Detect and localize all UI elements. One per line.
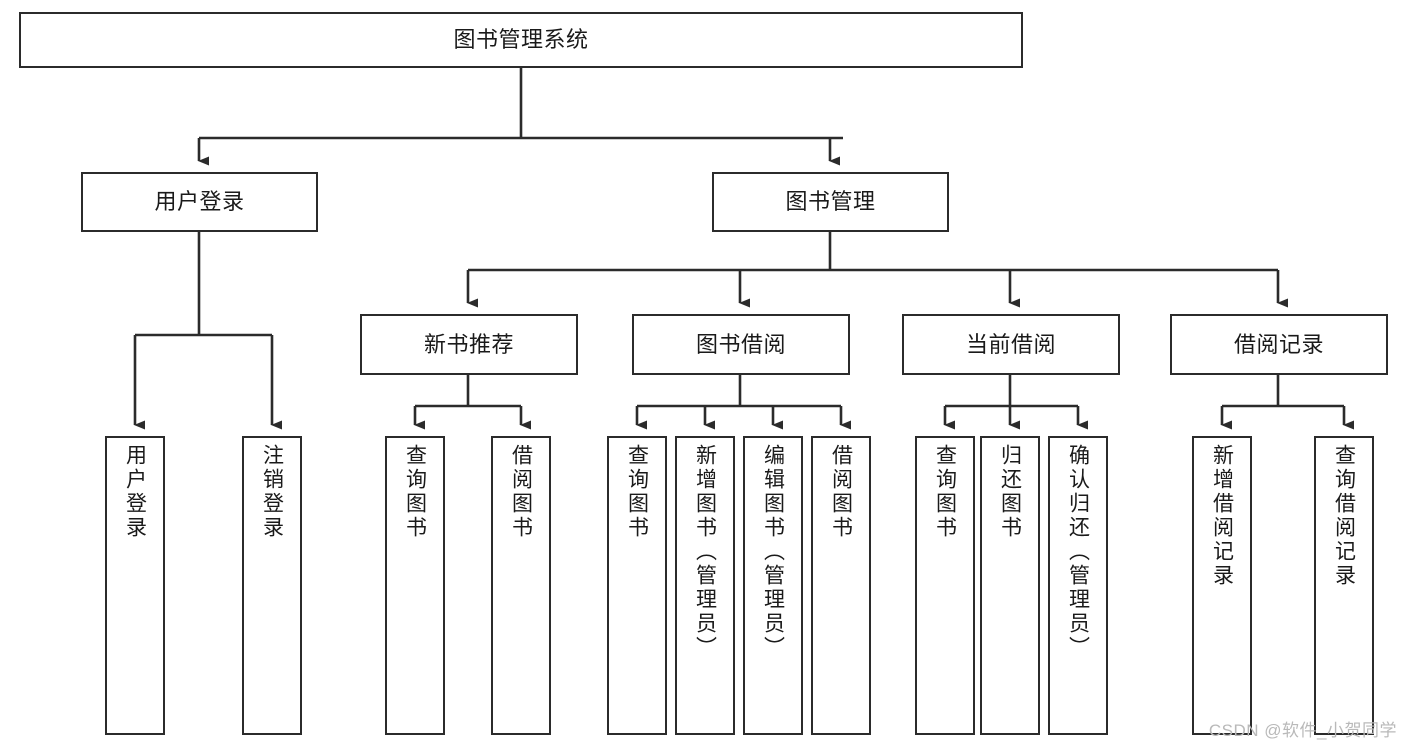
node-current-borrow-label: 当前借阅	[965, 331, 1056, 357]
node-book-management[interactable]: 图书管理	[712, 172, 949, 232]
node-book-borrow-label: 图书借阅	[695, 331, 786, 357]
node-leaf-current-borrow-3-label: 确认归还（管理员）	[1066, 444, 1090, 660]
watermark-text: CSDN @软件_小贺同学	[1208, 721, 1397, 740]
node-leaf-current-borrow-3[interactable]: 确认归还（管理员）	[1048, 436, 1108, 735]
node-leaf-user-login-2[interactable]: 注销登录	[242, 436, 302, 735]
node-leaf-user-login-2-label: 注销登录	[260, 444, 284, 540]
node-leaf-borrow-record-1[interactable]: 新增借阅记录	[1192, 436, 1252, 735]
node-leaf-book-borrow-4[interactable]: 借阅图书	[811, 436, 871, 735]
node-borrow-record-label: 借阅记录	[1233, 331, 1324, 357]
node-root-system-label: 图书管理系统	[453, 27, 589, 53]
node-leaf-new-book-1[interactable]: 查询图书	[385, 436, 445, 735]
node-leaf-book-borrow-4-label: 借阅图书	[829, 444, 853, 540]
node-new-book-recommend[interactable]: 新书推荐	[360, 314, 578, 375]
node-leaf-current-borrow-1-label: 查询图书	[933, 444, 957, 540]
node-current-borrow[interactable]: 当前借阅	[902, 314, 1120, 375]
node-leaf-current-borrow-1[interactable]: 查询图书	[915, 436, 975, 735]
node-leaf-borrow-record-2[interactable]: 查询借阅记录	[1314, 436, 1374, 735]
node-leaf-new-book-2[interactable]: 借阅图书	[491, 436, 551, 735]
node-leaf-borrow-record-1-label: 新增借阅记录	[1210, 444, 1234, 588]
node-leaf-borrow-record-2-label: 查询借阅记录	[1332, 444, 1356, 588]
node-leaf-book-borrow-2-label: 新增图书（管理员）	[693, 444, 717, 660]
node-user-login[interactable]: 用户登录	[81, 172, 318, 232]
node-book-borrow[interactable]: 图书借阅	[632, 314, 850, 375]
node-leaf-book-borrow-3-label: 编辑图书（管理员）	[761, 444, 785, 660]
node-root-system[interactable]: 图书管理系统	[19, 12, 1023, 68]
node-leaf-current-borrow-2-label: 归还图书	[998, 444, 1022, 540]
node-new-book-recommend-label: 新书推荐	[423, 331, 514, 357]
node-book-management-label: 图书管理	[785, 189, 876, 215]
node-leaf-book-borrow-3[interactable]: 编辑图书（管理员）	[743, 436, 803, 735]
node-leaf-current-borrow-2[interactable]: 归还图书	[980, 436, 1040, 735]
node-leaf-new-book-1-label: 查询图书	[403, 444, 427, 540]
node-leaf-book-borrow-1[interactable]: 查询图书	[607, 436, 667, 735]
node-leaf-book-borrow-1-label: 查询图书	[625, 444, 649, 540]
node-leaf-user-login-1[interactable]: 用户登录	[105, 436, 165, 735]
node-user-login-label: 用户登录	[154, 189, 245, 215]
node-leaf-new-book-2-label: 借阅图书	[509, 444, 533, 540]
node-leaf-book-borrow-2[interactable]: 新增图书（管理员）	[675, 436, 735, 735]
node-leaf-user-login-1-label: 用户登录	[123, 444, 147, 540]
node-borrow-record[interactable]: 借阅记录	[1170, 314, 1388, 375]
